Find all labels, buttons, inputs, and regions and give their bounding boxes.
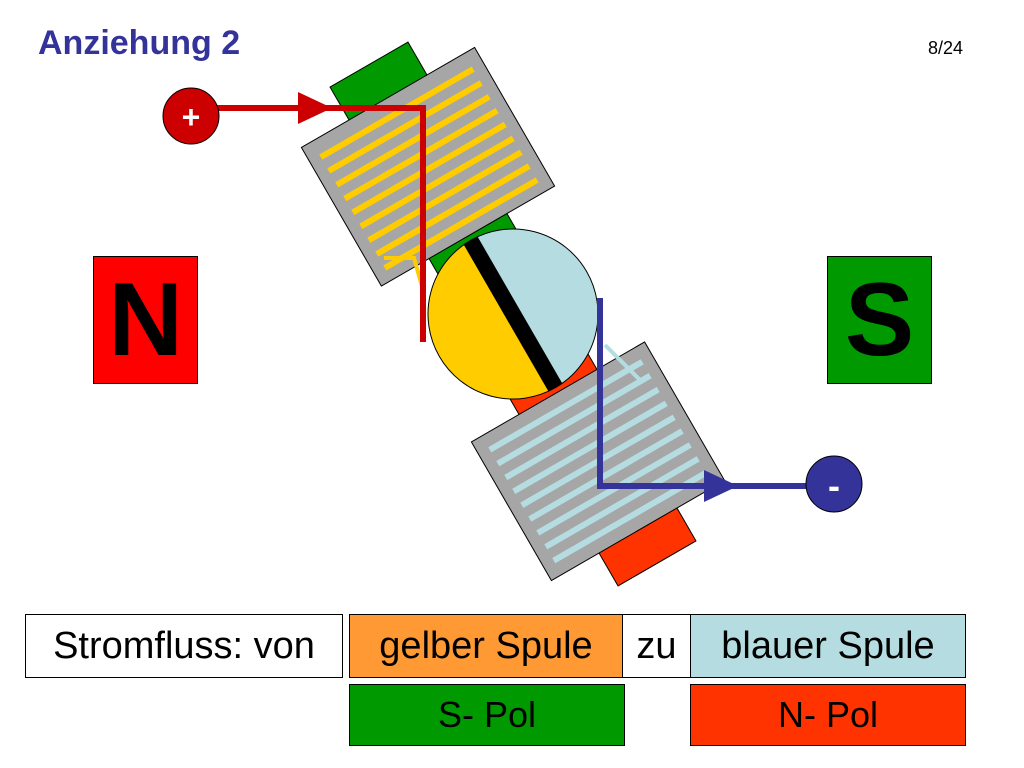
page-number: 8/24 (928, 38, 964, 58)
negative-terminal-label: - (828, 465, 840, 506)
north-pole-box: N- Pol (690, 684, 966, 746)
commutator-divider (463, 236, 563, 392)
blue-coil-label: blauer Spule (690, 614, 966, 678)
south-pole-box: S- Pol (349, 684, 625, 746)
slide-title: Anziehung 2 (38, 24, 241, 62)
blue-lead (603, 343, 642, 382)
south-pole-magnet: S (827, 256, 932, 384)
to-label: zu (623, 614, 690, 678)
negative-wire (597, 298, 812, 489)
positive-terminal (162, 87, 220, 145)
yellow-coil-label: gelber Spule (349, 614, 623, 678)
positive-terminal-label: + (182, 99, 201, 135)
north-pole-label: N (107, 262, 184, 378)
commutator-blue-half (469, 228, 599, 389)
north-pole-magnet: N (93, 256, 198, 384)
lower-coil-windings (488, 359, 708, 564)
negative-terminal (805, 455, 863, 513)
upper-coil-windings (319, 66, 539, 271)
positive-arrow (298, 92, 332, 124)
south-pole-label: S (844, 262, 915, 378)
commutator-yellow-half (427, 239, 557, 400)
positive-wire (212, 105, 426, 342)
negative-arrow (704, 470, 738, 502)
rotor-assembly (300, 41, 726, 587)
current-flow-label: Stromfluss: von (25, 614, 343, 678)
